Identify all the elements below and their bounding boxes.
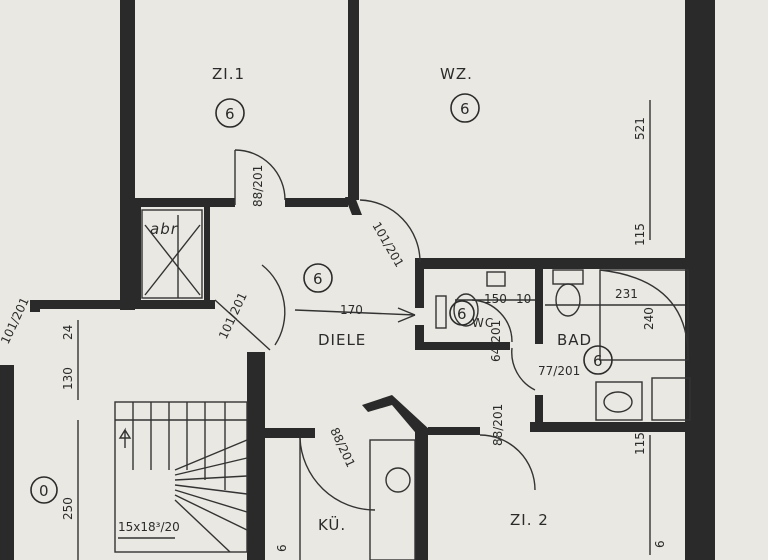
wall-left-upper — [120, 0, 135, 310]
wall-kue-angled — [362, 395, 430, 438]
room-label-kue: KÜ. — [318, 515, 346, 534]
room-label-abr: abr — [150, 220, 178, 238]
wall-wc-left-lower — [415, 325, 424, 350]
room-label-bad: BAD — [557, 331, 592, 349]
dim-wz-depth: 521 — [633, 117, 647, 140]
dim-stair-room-small: 24 — [61, 325, 75, 340]
wall-right-outer — [685, 0, 715, 560]
room-label-zi2: ZI. 2 — [510, 511, 549, 529]
marker-wz: 6 — [450, 93, 480, 123]
wall-zi2-top-left — [428, 427, 480, 435]
wall-landing-top — [30, 300, 215, 309]
marker-diele: 6 — [303, 263, 333, 293]
dim-stairs: 15x18³/20 — [118, 520, 180, 534]
svg-text:6: 6 — [313, 270, 324, 288]
room-label-wc: WC — [472, 316, 494, 330]
marker-bad: 6 — [583, 345, 613, 375]
dim-stair-room-width: 130 — [61, 367, 75, 390]
dim-door-zi1: 88/201 — [251, 165, 265, 207]
wall-bad-bottom — [530, 422, 693, 432]
room-label-diele: DIELE — [318, 331, 366, 349]
dim-bad-door: 77/201 — [538, 364, 580, 378]
wall-zi1-bottom-left — [135, 198, 235, 207]
svg-text:6: 6 — [457, 305, 468, 323]
svg-text:6: 6 — [593, 352, 604, 370]
svg-text:6: 6 — [460, 100, 471, 118]
dim-kue-edge: 6 — [275, 544, 289, 552]
dim-stair-room-height: 250 — [61, 497, 75, 520]
dim-bad-depth: 240 — [642, 307, 656, 330]
dim-wz-small: 115 — [633, 223, 647, 246]
dim-zi2-edge: 6 — [653, 540, 667, 548]
room-label-zi1: ZI.1 — [212, 65, 245, 83]
wall-bad-lower — [535, 395, 543, 430]
wall-wz-stub — [345, 197, 362, 215]
dim-wc-door: 64/201 — [489, 320, 503, 362]
wall-stair-right — [247, 352, 265, 560]
dim-diele-length: 170 — [340, 303, 363, 317]
dim-zi2-door: 88/201 — [491, 404, 505, 446]
fixtures — [77, 100, 691, 560]
wall-zi1-wz — [348, 0, 359, 200]
wall-kue-zi2 — [415, 428, 428, 560]
dim-wc-width: 150 — [484, 292, 507, 306]
marker-stair-room: 0 — [30, 476, 58, 504]
wall-abr-right — [204, 205, 210, 305]
wall-abr-left — [135, 198, 141, 303]
walls — [0, 0, 715, 560]
wall-wc-bottom — [415, 342, 510, 350]
wall-wc-bad-top — [415, 258, 693, 269]
wall-zi1-bottom-right — [285, 198, 348, 207]
svg-text:6: 6 — [225, 105, 236, 123]
dim-bad-width: 231 — [615, 287, 638, 301]
wall-landing-corner — [30, 300, 40, 312]
marker-zi1: 6 — [215, 98, 245, 128]
room-label-wz: WZ. — [440, 65, 473, 83]
marker-wc: 6 — [449, 300, 475, 326]
svg-text:0: 0 — [39, 482, 50, 500]
dim-zi2-small: 115 — [633, 432, 647, 455]
dim-wc-depth: 10 — [516, 292, 531, 306]
wall-wc-bad — [535, 264, 543, 344]
wall-far-left — [0, 365, 14, 560]
wall-wc-left-upper — [415, 258, 424, 308]
wall-kue-top — [265, 428, 315, 438]
